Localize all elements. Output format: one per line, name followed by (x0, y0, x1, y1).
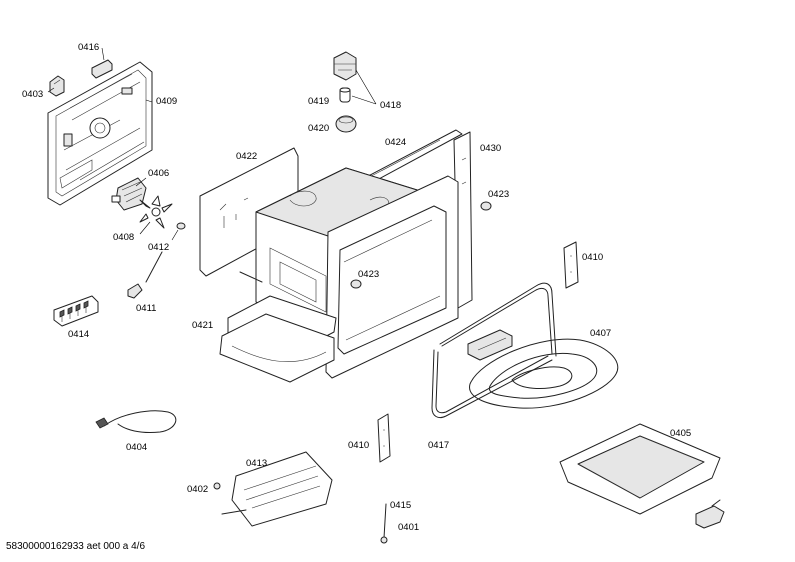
thermal-fuse-part (380, 503, 388, 544)
label-0412: 0412 (148, 242, 169, 253)
part-labels: 0416 0403 0409 0406 0408 0412 0411 0414 … (22, 42, 691, 533)
bracket-lower-part (377, 413, 391, 463)
tray-part (219, 295, 337, 383)
terminal-block-part (53, 295, 99, 327)
fan-motor-part (111, 177, 147, 211)
grill-element-part (431, 282, 557, 419)
bottom-tray-part (559, 423, 721, 515)
nut-part (176, 222, 186, 230)
label-0401: 0401 (398, 522, 419, 533)
label-0424: 0424 (385, 137, 406, 148)
label-0409: 0409 (156, 96, 177, 107)
label-0421: 0421 (192, 320, 213, 331)
bracket-part (91, 59, 113, 79)
label-0423-side: 0423 (488, 189, 509, 200)
bracket-upper-part (563, 241, 579, 289)
label-0402: 0402 (187, 484, 208, 495)
label-0430: 0430 (480, 143, 501, 154)
label-0417: 0417 (428, 440, 449, 451)
label-0406: 0406 (148, 168, 169, 179)
fan-wheel-part (139, 195, 173, 229)
label-0422: 0422 (236, 151, 257, 162)
label-0410-upper: 0410 (582, 252, 603, 263)
label-0414: 0414 (68, 329, 89, 340)
rear-panel-part (47, 61, 153, 206)
cable-part (95, 410, 177, 433)
clip-part (49, 75, 65, 97)
document-footer: 58300000162933 aet 000 a 4/6 (6, 541, 146, 552)
label-0423-center: 0423 (358, 269, 379, 280)
label-0404: 0404 (126, 442, 147, 453)
sensor-part (127, 251, 163, 299)
frame-front-part (325, 175, 459, 379)
heating-element-part (467, 329, 619, 409)
label-0403: 0403 (22, 89, 43, 100)
bush-part-side (480, 201, 492, 211)
label-0413: 0413 (246, 458, 267, 469)
label-0411: 0411 (136, 303, 156, 314)
heater-box-part (213, 451, 333, 527)
label-0415: 0415 (390, 500, 411, 511)
label-0419: 0419 (308, 96, 329, 107)
label-0418: 0418 (380, 100, 401, 111)
label-0407: 0407 (590, 328, 611, 339)
label-0420: 0420 (308, 123, 329, 134)
label-0410-lower: 0410 (348, 440, 369, 451)
label-0416: 0416 (78, 42, 99, 53)
label-0405: 0405 (670, 428, 691, 439)
thermostat-part (695, 499, 725, 529)
bush-part (350, 279, 362, 289)
lamp-assembly-part (333, 51, 357, 133)
label-0408: 0408 (113, 232, 134, 243)
